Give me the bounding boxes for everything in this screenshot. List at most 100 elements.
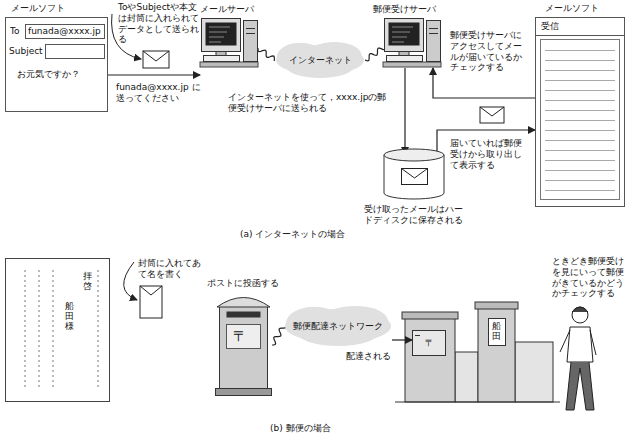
- drawing-part: [384, 149, 444, 161]
- drawing-part: [545, 120, 615, 121]
- connector: [272, 327, 286, 345]
- connector: [404, 68, 405, 154]
- drawing-part: [429, 33, 438, 34]
- server-node: 郵便受けサーバ: [383, 18, 441, 68]
- drawing-part: [206, 23, 237, 46]
- cloud-node: インターネット: [275, 42, 365, 78]
- node-text: メールソフト: [11, 3, 65, 14]
- node-text: Subject: [9, 46, 43, 57]
- server-node: メールサーバ: [200, 18, 258, 68]
- note-label: インターネットを使って，xxxx.jpの郵便受けサーバに送られる: [228, 92, 393, 114]
- drawing-part: [216, 52, 226, 56]
- node-text: 船田様: [65, 302, 74, 332]
- drawing-part: [25, 270, 26, 390]
- disk-shape: [383, 148, 445, 200]
- node-text: ポストに投函する: [207, 278, 279, 289]
- drawing-part: [140, 286, 162, 318]
- drawing-part: [383, 62, 441, 67]
- winR-node: メールソフト受信: [535, 17, 625, 207]
- drawing-part: [572, 307, 588, 312]
- note-label: 封筒に入れてあて名を書く: [138, 258, 203, 280]
- drawing-part: [545, 50, 615, 51]
- note-label: (b) 郵便の場合: [270, 423, 331, 434]
- drawing-part: [209, 32, 227, 33]
- drawing-part: [389, 23, 420, 46]
- drawing-part: [220, 307, 268, 389]
- drawing-part: [217, 298, 270, 308]
- drawing-part: [140, 286, 162, 295]
- connector: [433, 68, 535, 98]
- drawing-part: [209, 37, 224, 38]
- drawing-part: [545, 110, 615, 111]
- letter-shape: [5, 258, 110, 402]
- drawing-part: [427, 21, 441, 62]
- callout-arrow: [124, 262, 137, 300]
- drawing-part: [204, 56, 240, 62]
- node-text: お元気ですか？: [17, 69, 80, 80]
- drawing-part: [227, 325, 261, 349]
- envelope: [480, 107, 504, 123]
- drawing-part: [395, 402, 560, 403]
- drawing-part: [6, 259, 110, 402]
- server-shape: [200, 18, 258, 68]
- node-text: 拝啓: [83, 272, 92, 292]
- envelope: [140, 286, 162, 318]
- drawing-part: [480, 107, 504, 123]
- drawing-part: [209, 27, 230, 28]
- drawing-part: [392, 37, 407, 38]
- drawing-part: [143, 51, 169, 61]
- drawing-part: [227, 312, 261, 318]
- note-label: ときどき郵便受けを見にいって郵便がきているかどうかチェックする: [552, 256, 626, 299]
- note-label: (a) インターネットの場合: [240, 229, 345, 240]
- drawing-part: [545, 80, 615, 81]
- drawing-part: [478, 308, 515, 402]
- plate-node: 船田: [488, 318, 506, 346]
- drawing-part: [392, 27, 413, 28]
- drawing-part: [536, 18, 625, 207]
- drawing-part: [545, 130, 615, 131]
- node-text: 郵便受けサーバ: [373, 4, 436, 15]
- node-text: 郵便配達ネットワーク: [293, 321, 383, 332]
- drawing-part: [402, 312, 458, 319]
- drawing-part: [475, 302, 518, 309]
- node-text: 船田: [492, 322, 501, 342]
- drawing-part: [246, 28, 255, 29]
- drawing-part: [6, 18, 108, 112]
- drawing-part: [566, 362, 594, 410]
- drawing-part: [98, 270, 99, 390]
- drawing-part: [541, 40, 620, 200]
- drawing-part: [545, 180, 615, 181]
- drawing-part: [53, 270, 54, 390]
- connector: [392, 339, 412, 340]
- drawing-part: [202, 19, 241, 52]
- server-shape: [383, 18, 441, 68]
- post-node: ポストに投函する〒: [215, 292, 272, 396]
- drawing-part: [545, 60, 615, 61]
- drawing-part: [209, 42, 221, 43]
- disk-node: 受け取ったメールはハードディスクに保存される: [383, 148, 445, 200]
- drawing-part: [402, 169, 428, 179]
- node-text: メールソフト: [545, 3, 599, 14]
- node-text: メールサーバ: [200, 4, 254, 15]
- drawing-part: [244, 21, 258, 62]
- drawing-part: [216, 389, 272, 396]
- person: [560, 307, 596, 410]
- winR-shape: [535, 17, 625, 207]
- gate: [395, 302, 560, 402]
- drawing-part: [545, 70, 615, 71]
- drawing-part: [246, 33, 255, 34]
- edge-label: 配達される: [345, 351, 392, 362]
- drawing-part: [392, 32, 410, 33]
- mbox-node: 〒: [412, 330, 446, 356]
- edge-label: funada@xxxx.jp に送ってください: [115, 82, 203, 104]
- drawing-part: [560, 330, 596, 355]
- node-text: To: [10, 26, 19, 37]
- drawing-part: [200, 62, 258, 67]
- drawing-part: [545, 100, 615, 101]
- node-text: funada@xxxx.jp: [28, 26, 101, 37]
- drawing-part: [489, 319, 506, 346]
- drawing-part: [413, 331, 446, 356]
- node-text: 〒: [425, 338, 434, 349]
